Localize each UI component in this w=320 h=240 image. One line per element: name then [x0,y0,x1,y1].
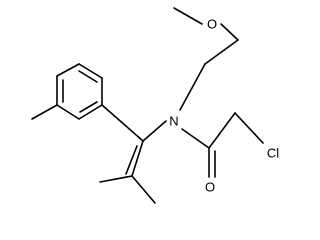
bond-ch2-ch2 [204,39,239,65]
carbonyl-oxygen-label: O [205,180,215,195]
bond-nitrogen-vinyl-carbon [142,120,167,142]
methoxy-oxygen-label: O [207,17,217,32]
bond-ch2-nitrogen [179,63,206,111]
bond-carbonyl-ch2cl [208,112,236,149]
bond-ring-methyl [31,104,58,120]
ring-bond-5 [56,104,80,120]
ring-bond-6 [78,104,103,120]
ring-inner-double-1 [78,70,98,83]
bond-methoxy-oxygen-ch2 [220,23,239,41]
amide-nitrogen-label: N [169,114,178,129]
bond-vinyl-methyl-left [99,175,133,183]
bond-vinyl-double-2 [125,145,138,175]
bond-vinyl-aryl [101,104,144,142]
bond-methyl-methoxy-oxygen [173,7,203,25]
ring-bond-3 [56,63,80,77]
bond-vinyl-methyl-right [131,175,156,204]
ring-inner-double-3 [79,101,98,113]
chemical-structure-diagram: O N Cl O [31,7,279,204]
bond-vinyl-double-1 [131,140,144,177]
bond-ch2-chlorine [234,112,264,144]
chlorine-label: Cl [267,146,279,161]
bond-nitrogen-carbonyl-carbon [181,128,210,149]
ring-bond-2 [78,63,103,79]
